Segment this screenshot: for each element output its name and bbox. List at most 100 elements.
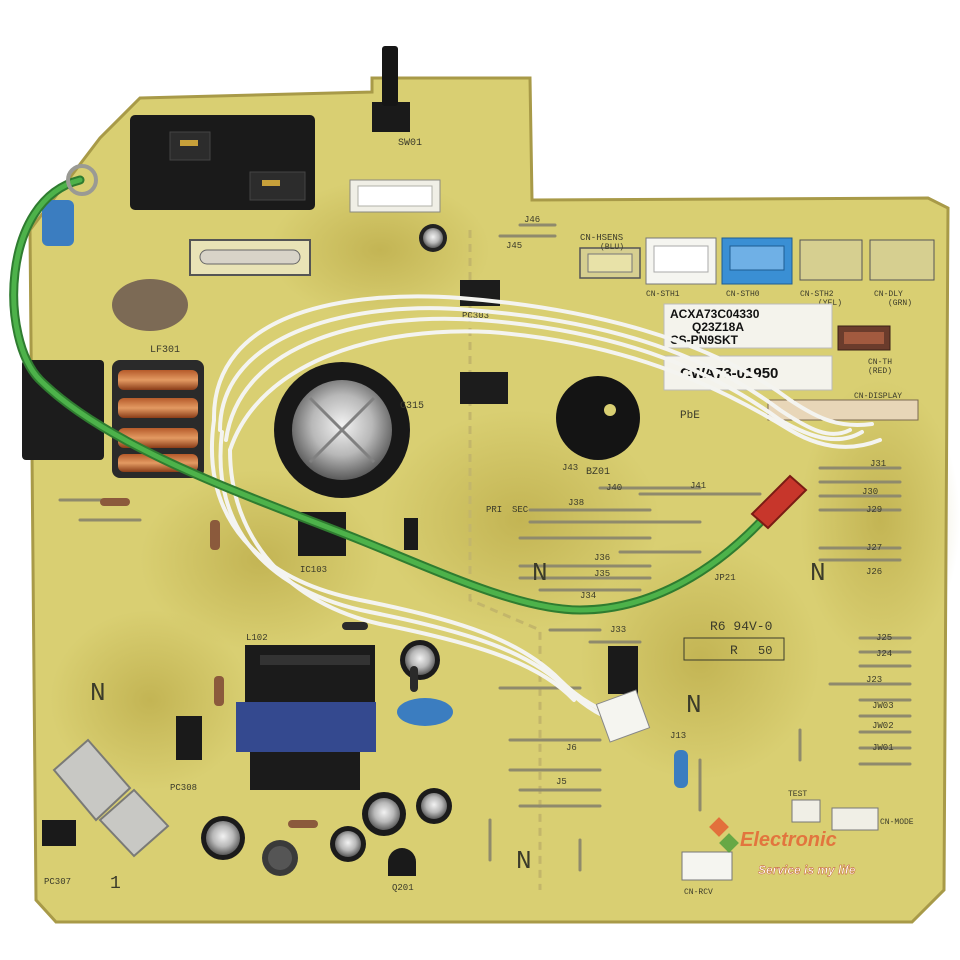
j46-label: J46 — [524, 215, 540, 225]
heatsink-clip — [52, 738, 170, 858]
c315-label: C315 — [400, 401, 424, 412]
power-relay — [130, 115, 315, 210]
cn-sth1-label: CN-STH1 — [646, 290, 680, 299]
pri-label: PRI — [486, 505, 502, 515]
capacitor-c6 — [416, 788, 452, 824]
main-filter-capacitor: C315 — [274, 362, 424, 498]
watermark: Electronic Service is my life — [709, 817, 856, 877]
connector-th-red[interactable]: CN-TH (RED) — [837, 325, 892, 376]
watermark-brand: Electronic — [740, 829, 837, 851]
n-mark-2: N — [810, 558, 826, 588]
q201-label: Q201 — [392, 883, 414, 893]
connector-dly[interactable]: CN-DLY (GRN) — [869, 239, 935, 308]
j43-label: J43 — [562, 463, 578, 473]
pc308-label: PC308 — [170, 783, 197, 793]
blu-label: (BLU) — [600, 243, 624, 252]
capacitor-c5 — [362, 792, 406, 836]
bz01-label: BZ01 — [586, 467, 610, 478]
connector-bottom-white[interactable]: CN-RCV — [681, 851, 733, 897]
rating-marking: R6 94V-0 R 50 — [683, 619, 785, 661]
j26-label: J26 — [866, 567, 882, 577]
fuse — [189, 239, 311, 276]
reset-switch: SW01 — [372, 46, 422, 149]
rating-text: R6 94V-0 — [710, 619, 772, 634]
connector-sth2[interactable]: CN-STH2 (YEL) — [799, 239, 863, 308]
connector-test[interactable]: TEST — [788, 790, 821, 823]
pbe-mark: PbE — [680, 410, 700, 422]
j31-label: J31 — [870, 459, 886, 469]
varistor — [112, 279, 188, 331]
capacitor-c2 — [201, 816, 245, 860]
pc307-label: PC307 — [44, 877, 71, 887]
number-50: 50 — [758, 644, 772, 658]
j5-label: J5 — [556, 777, 567, 787]
isolation-boundary — [468, 230, 542, 890]
cn-th-label: CN-TH — [868, 358, 892, 367]
red-label: (RED) — [868, 367, 892, 376]
j38-label: J38 — [568, 498, 584, 508]
j30-label: J30 — [862, 487, 878, 497]
j36-label: J36 — [594, 553, 610, 563]
capacitor-c1 — [400, 640, 440, 680]
green-earth-wire — [9, 175, 785, 615]
j45-label: J45 — [506, 241, 522, 251]
label-line-1: ACXA73C04330 — [670, 307, 760, 321]
cn-sth0-label: CN-STH0 — [726, 290, 760, 299]
j29-label: J29 — [866, 505, 882, 515]
j40-label: J40 — [606, 483, 622, 493]
j34-label: J34 — [580, 591, 596, 601]
cn-mode-label: CN-MODE — [880, 818, 914, 827]
ceramic-capacitor — [397, 698, 453, 726]
connector-sth0-blue[interactable]: CN-STH0 — [721, 237, 793, 299]
ic103-label: IC103 — [300, 565, 327, 575]
jumper-labels: J46 J45 J43 J41 J40 J38 J36 J35 J34 J33 … — [486, 215, 894, 787]
voltage-regulator — [608, 646, 638, 694]
sw01-label: SW01 — [398, 138, 422, 149]
n-mark-1: N — [532, 558, 548, 588]
switching-transformer: L102 — [236, 633, 376, 790]
watermark-tagline: Service is my life — [758, 863, 856, 877]
r-mark: R — [730, 643, 738, 658]
jw03-label: JW03 — [872, 701, 894, 711]
capacitor-c4 — [330, 826, 366, 862]
connector-mode[interactable]: CN-MODE — [831, 807, 914, 831]
cn-rcv-label: CN-RCV — [684, 888, 713, 897]
j33-label: J33 — [610, 625, 626, 635]
connector-top-white — [349, 179, 441, 213]
j35-label: J35 — [594, 569, 610, 579]
grn-label: (GRN) — [888, 299, 912, 308]
jumper-wires — [58, 223, 912, 872]
one-mark: 1 — [110, 874, 121, 894]
inductor-j13 — [674, 750, 688, 788]
n-mark-4: N — [516, 846, 532, 876]
j24-label: J24 — [876, 649, 892, 659]
transistor-q201 — [388, 848, 416, 876]
white-wire-harness — [210, 294, 882, 726]
connector-hsens[interactable]: CN-HSENS (BLU) — [579, 233, 641, 279]
label-line-3: CS-PN9SKT — [670, 333, 739, 347]
resistor-bank — [176, 716, 202, 760]
label-line-2: Q23Z18A — [692, 320, 744, 334]
sec-label: SEC — [512, 505, 529, 515]
j6-label: J6 — [566, 743, 577, 753]
red-crimp-terminal — [750, 474, 808, 530]
jw01-label: JW01 — [872, 743, 894, 753]
n-markings: N N N N N 1 — [90, 558, 826, 894]
j25-label: J25 — [876, 633, 892, 643]
j13-label: J13 — [670, 731, 686, 741]
optocoupler-2 — [460, 372, 508, 404]
x-capacitor — [42, 200, 74, 246]
pc303-label: PC303 — [462, 311, 489, 321]
j27-label: J27 — [866, 543, 882, 553]
connector-sth1-white[interactable]: CN-STH1 — [645, 237, 717, 299]
small-capacitor-top — [419, 224, 447, 252]
lf301-label: LF301 — [150, 345, 180, 356]
cn-disp-label: CN-DISPLAY — [854, 392, 902, 401]
jp21-label: JP21 — [714, 573, 736, 583]
cn-sth2-label: CN-STH2 — [800, 290, 834, 299]
part-number-sticker: CWA73-01950 — [663, 355, 833, 391]
cn-hsens-label: CN-HSENS — [580, 233, 623, 243]
diode-d201 — [404, 518, 418, 550]
l102-label: L102 — [246, 633, 268, 643]
